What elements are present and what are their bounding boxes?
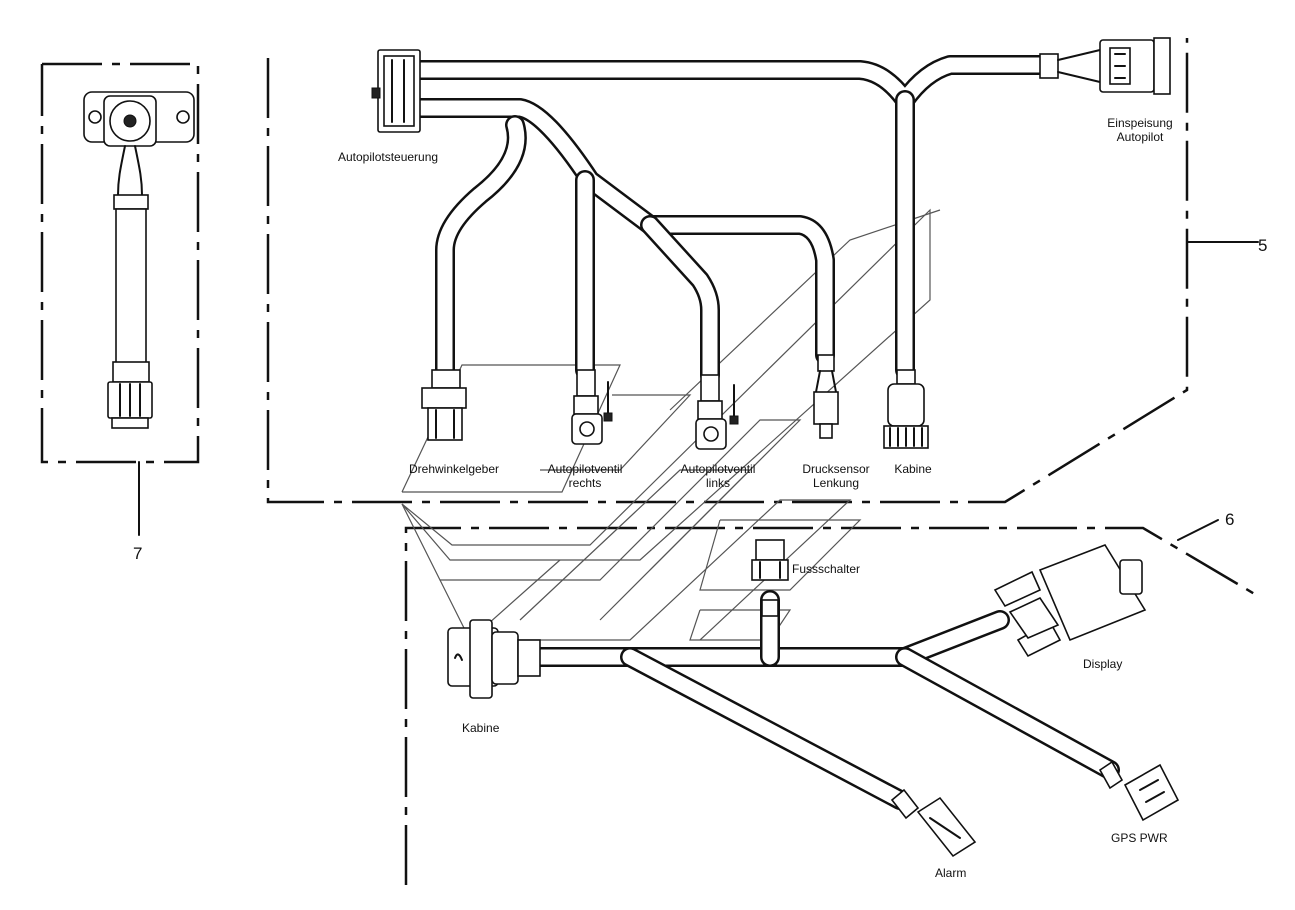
label-autopilot-control: Autopilotsteuerung: [338, 150, 439, 164]
label-valve-right-line2: rechts: [568, 476, 602, 490]
valve-right-connector: [571, 369, 613, 445]
label-valve-left-line1: Autopilotventil: [680, 462, 756, 476]
label-power-feed: Einspeisung Autopilot: [1107, 116, 1172, 144]
label-display: Display: [1083, 657, 1123, 671]
upper-harness-tubes: [410, 55, 1050, 385]
callout-7: 7: [133, 544, 143, 563]
label-foot-switch: Fussschalter: [792, 562, 861, 576]
group-boundary-6: [404, 519, 1259, 885]
label-cab-upper: Kabine: [894, 462, 932, 476]
cab-round-connector-upper: [883, 369, 929, 449]
group-boundary-7: [40, 62, 200, 536]
foot-switch-connector: [751, 539, 789, 617]
label-power-feed-line1: Einspeisung: [1107, 116, 1173, 130]
pressure-sensor-connector: [813, 354, 839, 439]
label-valve-left: Autopilotventil links: [681, 462, 756, 490]
group-boundary-5: [266, 38, 1259, 504]
power-feed-connector: [1039, 37, 1171, 95]
label-cab-lower: Kabine: [462, 721, 500, 735]
alarm-connector: [890, 788, 977, 858]
label-alarm: Alarm: [935, 866, 967, 880]
rotation-sensor-connector: [421, 369, 467, 441]
gps-power-connector: [1098, 760, 1180, 822]
label-pressure-sensor-line2: Lenkung: [812, 476, 860, 490]
label-valve-left-line2: links: [705, 476, 730, 490]
label-rotation-sensor: Drehwinkelgeber: [408, 462, 500, 476]
callout-5: 5: [1258, 236, 1268, 255]
label-gps-power: GPS PWR: [1111, 831, 1168, 845]
callout-6: 6: [1225, 510, 1235, 529]
autopilot-control-connector: [371, 49, 421, 133]
label-pressure-sensor-line1: Drucksensor: [802, 462, 870, 476]
label-valve-right: Autopilotventil rechts: [548, 462, 623, 490]
part-7-sensor-cable: [83, 91, 195, 429]
label-pressure-sensor: Drucksensor Lenkung: [802, 462, 869, 490]
display-connector: [993, 544, 1147, 658]
label-power-feed-line2: Autopilot: [1116, 130, 1164, 144]
cab-bulkhead-connector-lower: [447, 619, 541, 699]
valve-left-connector: [695, 374, 739, 450]
label-valve-right-line1: Autopilotventil: [547, 462, 623, 476]
